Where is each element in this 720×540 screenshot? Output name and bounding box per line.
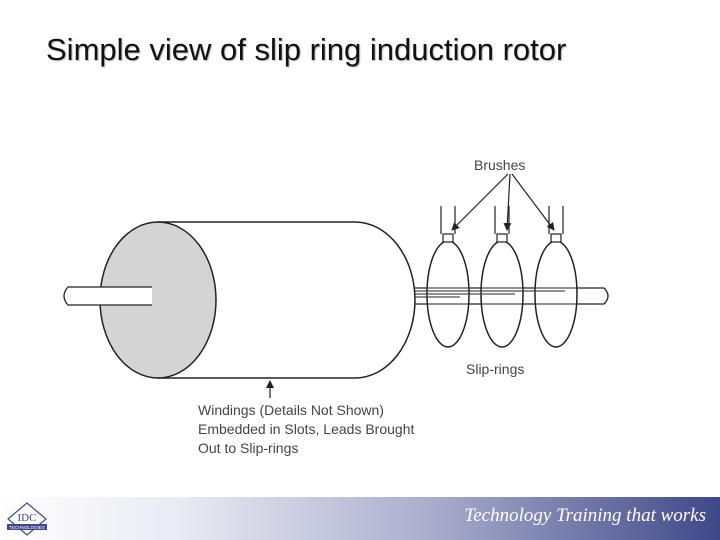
- shaft-left: [63, 286, 152, 306]
- label-windings-line1: Windings (Details Not Shown): [198, 402, 384, 418]
- rotor-cylinder: [157, 221, 416, 379]
- brushes-arrows: [451, 173, 555, 231]
- label-brushes: Brushes: [474, 157, 525, 173]
- label-windings-line2: Embedded in Slots, Leads Brought: [198, 421, 414, 437]
- brush-1: [440, 206, 456, 243]
- svg-text:IDC: IDC: [18, 512, 37, 524]
- slip-ring-1: [426, 240, 470, 348]
- label-windings-line3: Out to Slip-rings: [198, 440, 298, 456]
- idc-logo: IDC TECHNOLOGIES: [7, 502, 47, 536]
- footer-bar: IDC TECHNOLOGIES Technology Training tha…: [0, 497, 720, 540]
- slip-ring-2: [480, 240, 524, 348]
- slide-title: Simple view of slip ring induction rotor: [46, 32, 567, 67]
- brush-3: [548, 206, 564, 243]
- label-slip-rings: Slip-rings: [466, 361, 524, 377]
- svg-text:TECHNOLOGIES: TECHNOLOGIES: [9, 525, 45, 530]
- slip-ring-rotor-diagram: Brushes Slip-rings Windings (Details Not…: [63, 157, 609, 456]
- footer-tagline: Technology Training that works: [464, 505, 706, 526]
- slip-ring-3: [534, 240, 578, 348]
